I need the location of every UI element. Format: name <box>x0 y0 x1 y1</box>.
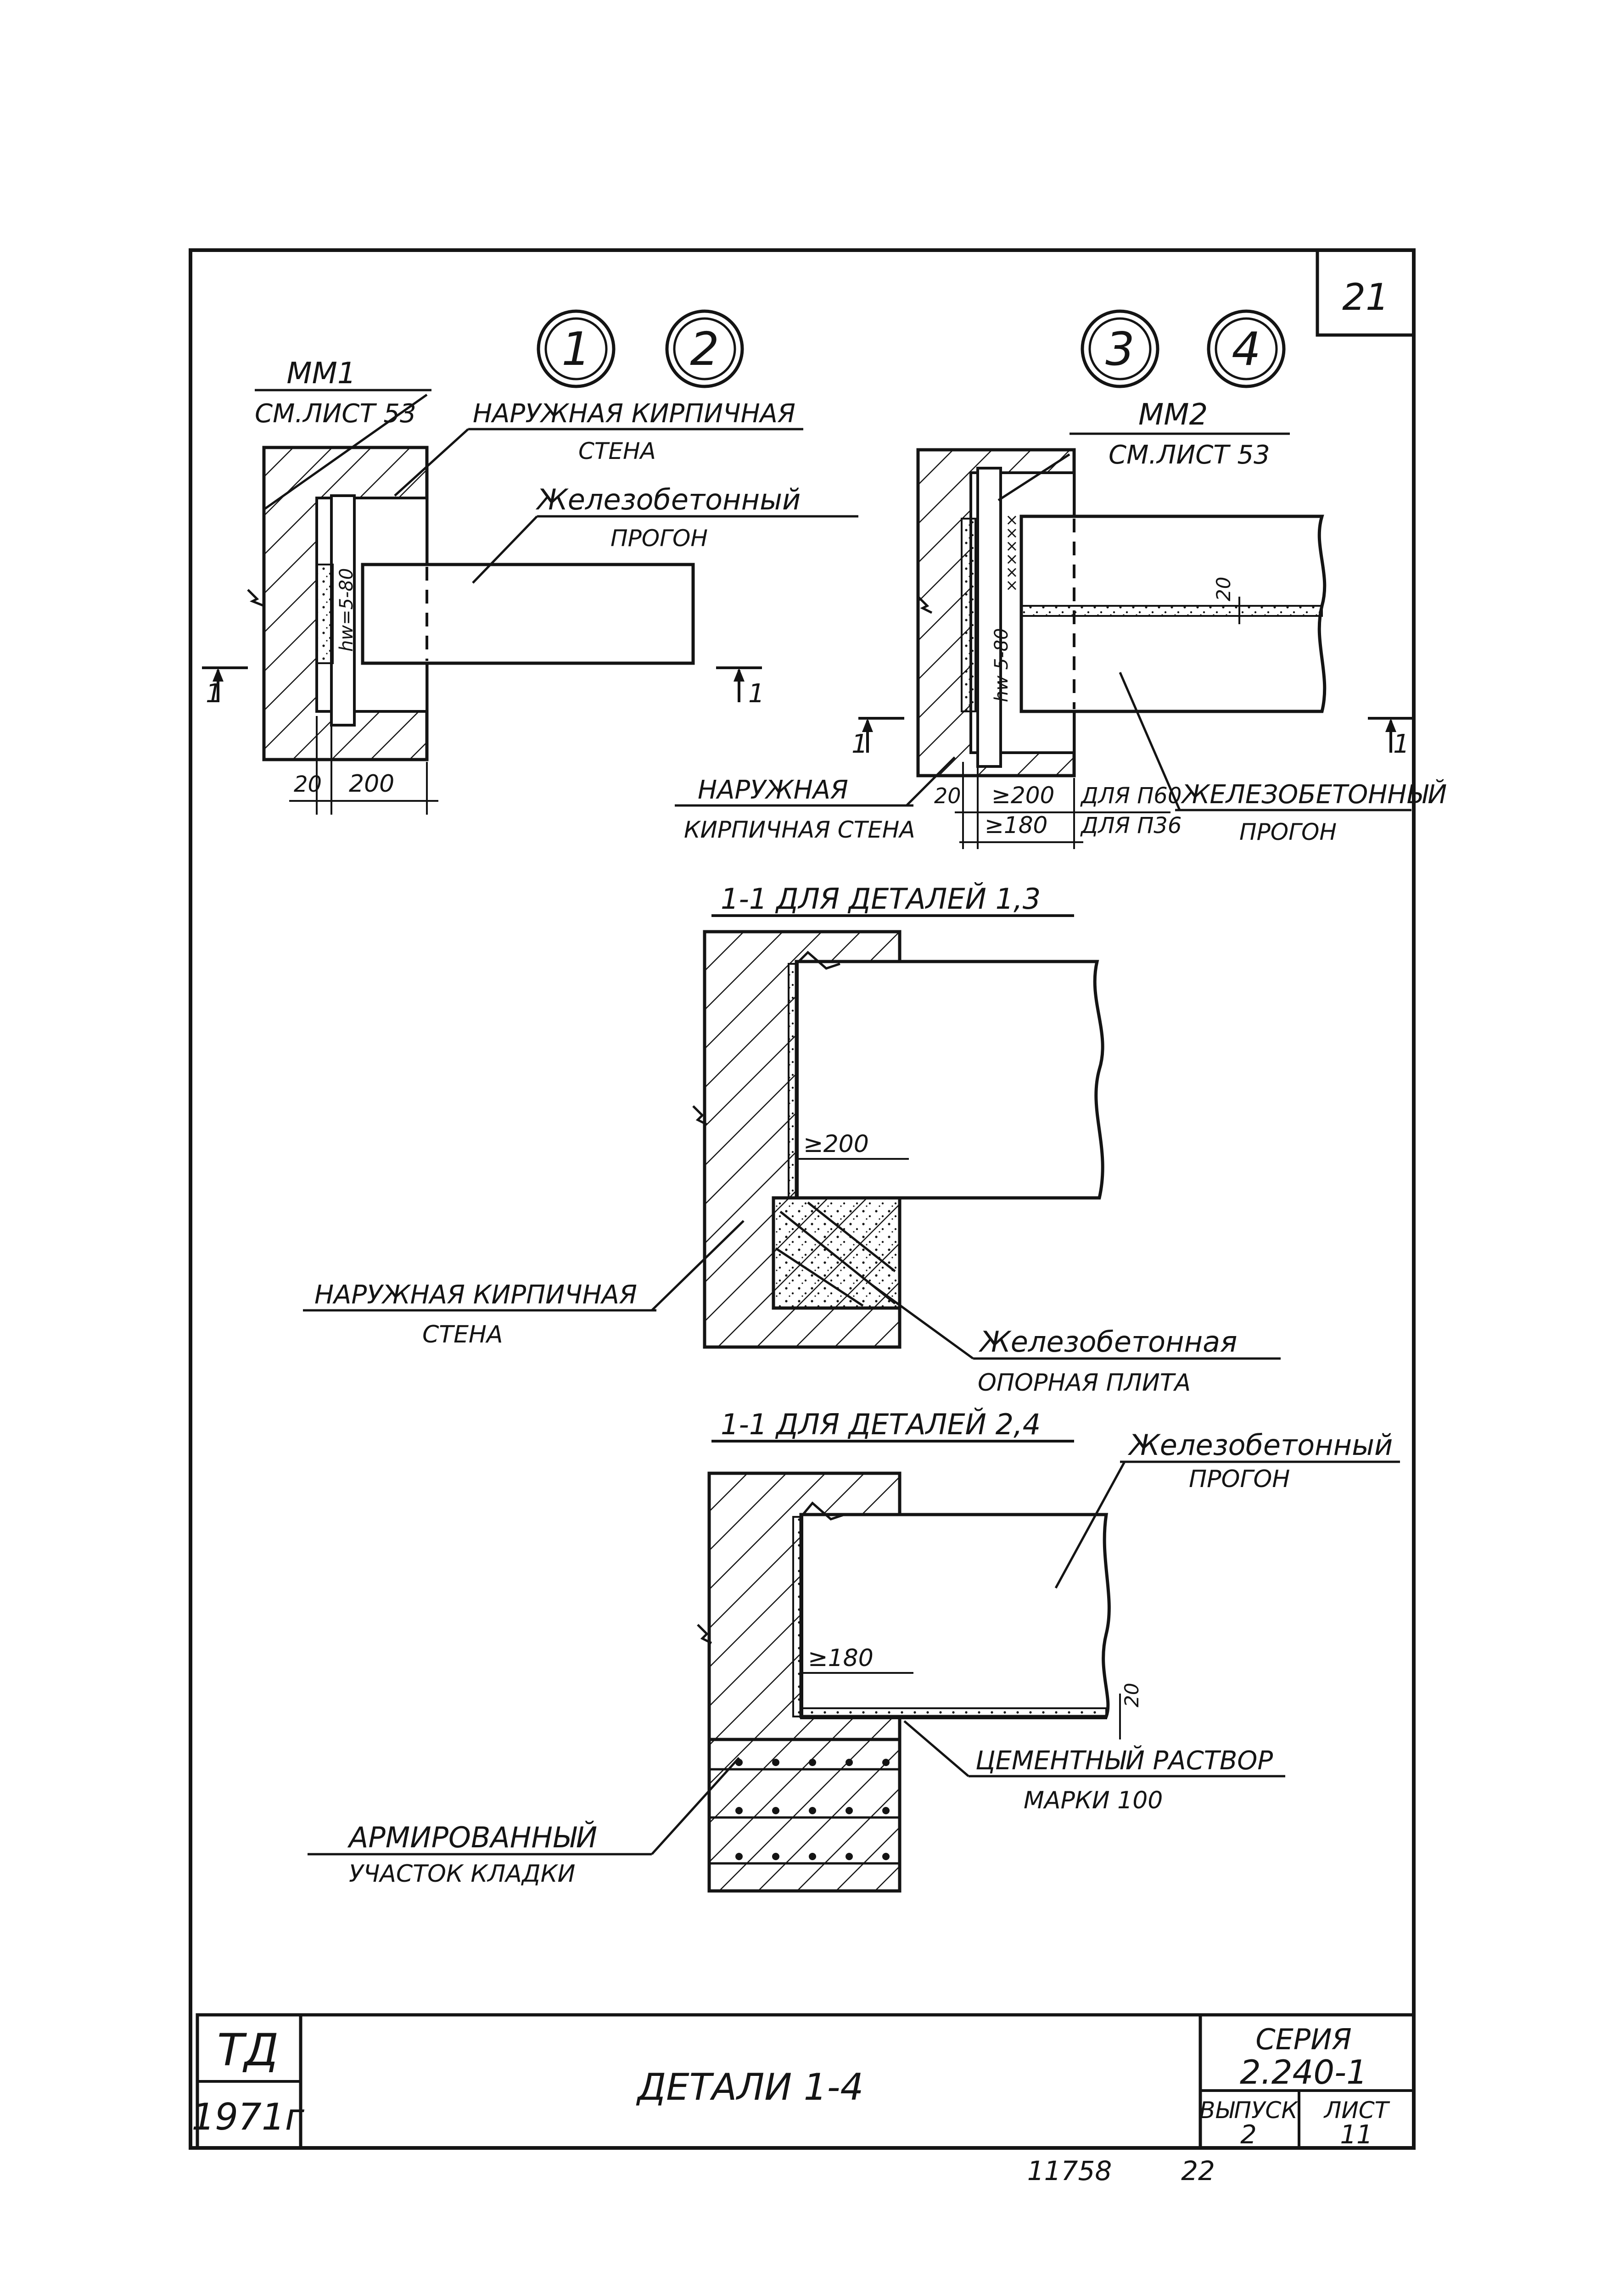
section-a-beam <box>795 960 1104 1200</box>
title-block-issue: 2 <box>1240 2120 1257 2150</box>
left-beam-label-1: Железобетонный <box>535 483 801 516</box>
title-block-issue-label: ВЫПУСК <box>1199 2097 1299 2124</box>
section-a-plate-strip <box>788 963 799 1199</box>
right-beam-label-2: ПРОГОН <box>1239 819 1337 845</box>
right-weld-crosses: ×××××× <box>1002 514 1021 592</box>
title-block-year: 1971г <box>191 2096 305 2138</box>
section-b-masonry-label-2: УЧАСТОК КЛАДКИ <box>349 1860 575 1888</box>
right-note-p36: ДЛЯ П36 <box>1080 813 1182 839</box>
right-section-mark-a: 1 <box>851 729 868 759</box>
left-section-mark-a: 1 <box>206 679 222 709</box>
section-b-joint-dim: 20 <box>1120 1683 1143 1707</box>
left-wall-label-2: СТЕНА <box>578 438 656 464</box>
section-a-plate-label-1: Железобетонная <box>978 1325 1237 1359</box>
section-a-wall-label-2: СТЕНА <box>422 1321 503 1348</box>
left-plan-detail: hw=5-80 ММ1 СМ.ЛИСТ 53 НАРУЖНАЯ КИРПИЧНА… <box>202 357 858 815</box>
left-section-mark-b: 1 <box>748 679 765 709</box>
title-block-series: 2.240-1 <box>1240 2053 1367 2091</box>
section-b-reinforcement <box>709 1768 900 1865</box>
detail-marker-4: 4 <box>1207 309 1286 388</box>
section-b-title: 1-1 ДЛЯ ДЕТАЛЕЙ 2,4 <box>721 1407 1041 1441</box>
right-beam-label-1: ЖЕЛЕЗОБЕТОННЫЙ <box>1181 780 1447 810</box>
left-weld-note: hw=5-80 <box>336 568 357 652</box>
mm1-tag: ММ1 <box>286 357 356 391</box>
title-block-series-label: СЕРИЯ <box>1255 2023 1351 2056</box>
right-beam-joint <box>1020 605 1323 617</box>
title-block-org: ТД <box>217 2024 279 2076</box>
right-dim-200: ≥200 <box>991 782 1054 809</box>
section-b-mortar-label-2: МАРКИ 100 <box>1024 1787 1163 1814</box>
left-beam <box>361 563 695 665</box>
detail-marker-2: 2 <box>665 309 744 388</box>
section-b-dim: ≥180 <box>808 1644 874 1672</box>
marker-4-label: 4 <box>1232 322 1261 376</box>
footer: 11758 22 <box>1027 2155 1215 2186</box>
section-b-rebar-dots <box>735 1759 890 1860</box>
detail-marker-3: 3 <box>1081 309 1159 388</box>
right-joint-dim: 20 <box>1212 577 1235 601</box>
section-b: 1-1 ДЛЯ ДЕТАЛЕЙ 2,4 ≥180 20 Железобетонн… <box>308 1407 1400 1893</box>
section-b-beam <box>799 1513 1111 1718</box>
marker-2-label: 2 <box>690 322 719 376</box>
section-b-mortar-bed <box>800 1707 1107 1719</box>
marker-1-label: 1 <box>561 322 591 376</box>
section-a-wall-label-1: НАРУЖНАЯ КИРПИЧНАЯ <box>314 1280 637 1310</box>
mm2-tag: ММ2 <box>1138 398 1208 432</box>
right-section-mark-b: 1 <box>1393 729 1410 759</box>
left-beam-label-2: ПРОГОН <box>610 525 708 552</box>
section-a: 1-1 ДЛЯ ДЕТАЛЕЙ 1,3 ≥200 НАРУЖНАЯ КИРПИЧ… <box>303 882 1281 1397</box>
detail-marker-1: 1 <box>537 309 616 388</box>
title-block-sheet-label: ЛИСТ <box>1323 2097 1390 2124</box>
section-b-beam-label-1: Железобетонный <box>1127 1428 1393 1462</box>
right-wall-label-2: КИРПИЧНАЯ СТЕНА <box>684 816 915 843</box>
right-dim-20: 20 <box>934 783 961 808</box>
left-dim-20: 20 <box>294 772 322 797</box>
footer-page-no: 22 <box>1181 2155 1215 2186</box>
title-block-title: ДЕТАЛИ 1-4 <box>636 2066 864 2108</box>
section-a-title: 1-1 ДЛЯ ДЕТАЛЕЙ 1,3 <box>721 882 1041 916</box>
section-a-dim: ≥200 <box>803 1130 869 1158</box>
section-b-masonry-label-1: АРМИРОВАННЫЙ <box>347 1820 597 1854</box>
right-mortar-joint <box>961 518 976 712</box>
section-b-beam-label-2: ПРОГОН <box>1189 1465 1290 1493</box>
left-wall-label-1: НАРУЖНАЯ КИРПИЧНАЯ <box>473 399 795 429</box>
section-a-plate-label-2: ОПОРНАЯ ПЛИТА <box>978 1369 1191 1397</box>
right-embedded-plate <box>976 467 1002 768</box>
marker-3-label: 3 <box>1105 322 1135 376</box>
mm2-ref: СМ.ЛИСТ 53 <box>1109 440 1270 470</box>
right-dim-180: ≥180 <box>985 812 1047 839</box>
title-block: ТД 1971г ДЕТАЛИ 1-4 СЕРИЯ 2.240-1 ВЫПУСК… <box>191 2013 1416 2150</box>
right-note-p60: ДЛЯ П60 <box>1080 783 1182 809</box>
sheet-number: 21 <box>1342 276 1389 319</box>
right-weld-note: hw 5-80 <box>991 628 1012 702</box>
right-plan-detail: hw 5-80 ×××××× 20 ММ2 СМ.ЛИСТ 53 НАРУЖНА… <box>675 398 1447 849</box>
footer-archive-no: 11758 <box>1027 2155 1112 2186</box>
left-dim-200: 200 <box>349 770 394 798</box>
left-mortar-joint <box>316 564 334 664</box>
section-b-mortar-label-1: ЦЕМЕНТНЫЙ РАСТВОР <box>975 1746 1273 1776</box>
mm1-ref: СМ.ЛИСТ 53 <box>255 399 416 429</box>
section-b-plate-strip <box>792 1516 803 1717</box>
right-wall-label-1: НАРУЖНАЯ <box>698 775 848 805</box>
title-block-sheet: 11 <box>1340 2120 1372 2150</box>
